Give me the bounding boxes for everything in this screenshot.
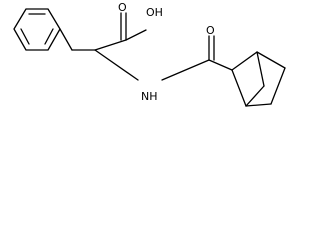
side-chain-bonds xyxy=(59,28,96,51)
amide-oxygen-label: O xyxy=(206,24,215,37)
amide-nitrogen-label: NH xyxy=(141,90,158,103)
benzene-ring xyxy=(13,8,61,51)
amide-linkage xyxy=(94,35,233,81)
hydroxyl-label: OH xyxy=(146,6,163,19)
norbornane-cage xyxy=(231,51,286,107)
carboxylic-acid-group xyxy=(94,12,147,51)
chemical-structure-diagram: O OH NH O xyxy=(13,1,286,107)
carboxyl-oxygen-label: O xyxy=(118,1,127,14)
